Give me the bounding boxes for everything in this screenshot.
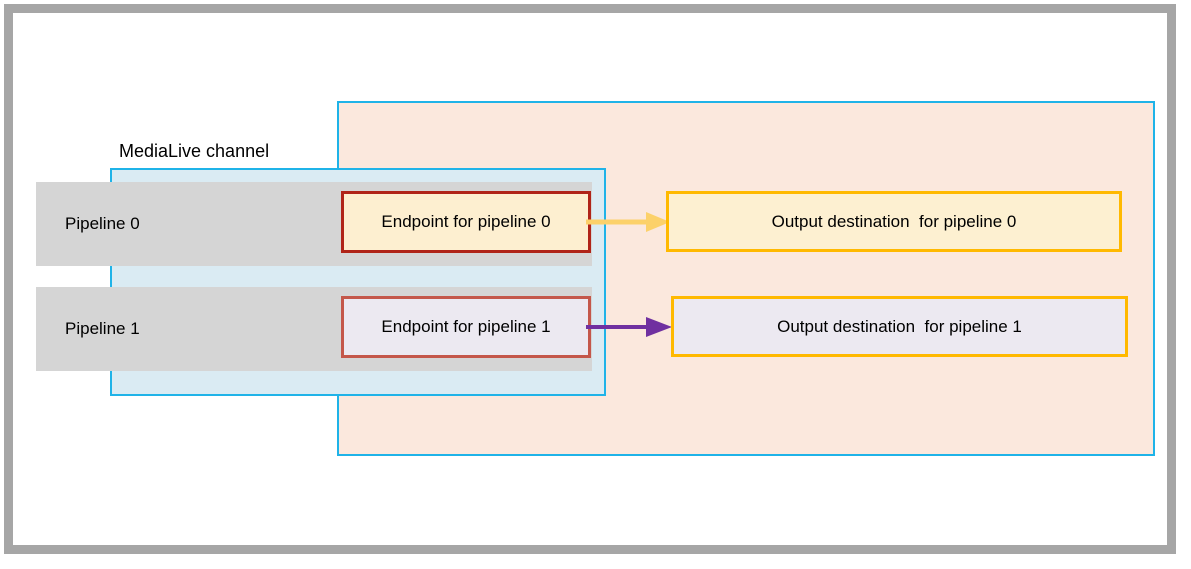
endpoint-label-pipeline-0: Endpoint for pipeline 0 <box>381 212 551 231</box>
pipeline-label-0: Pipeline 0 <box>65 214 140 233</box>
endpoint-label-pipeline-1: Endpoint for pipeline 1 <box>381 317 551 336</box>
endpoint-box-pipeline-0: Endpoint for pipeline 0 <box>341 191 591 253</box>
output-destination-box-pipeline-1: Output destination for pipeline 1 <box>671 296 1128 357</box>
output-destination-box-pipeline-0: Output destination for pipeline 0 <box>666 191 1122 252</box>
endpoint-box-pipeline-1: Endpoint for pipeline 1 <box>341 296 591 358</box>
output-destination-label-pipeline-1: Output destination for pipeline 1 <box>777 316 1022 336</box>
output-destination-label-pipeline-0: Output destination for pipeline 0 <box>771 211 1017 231</box>
medialive-channel-label: MediaLive channel <box>119 141 270 161</box>
outer-frame-border <box>4 4 1176 554</box>
pipeline-label-1: Pipeline 1 <box>65 319 140 338</box>
